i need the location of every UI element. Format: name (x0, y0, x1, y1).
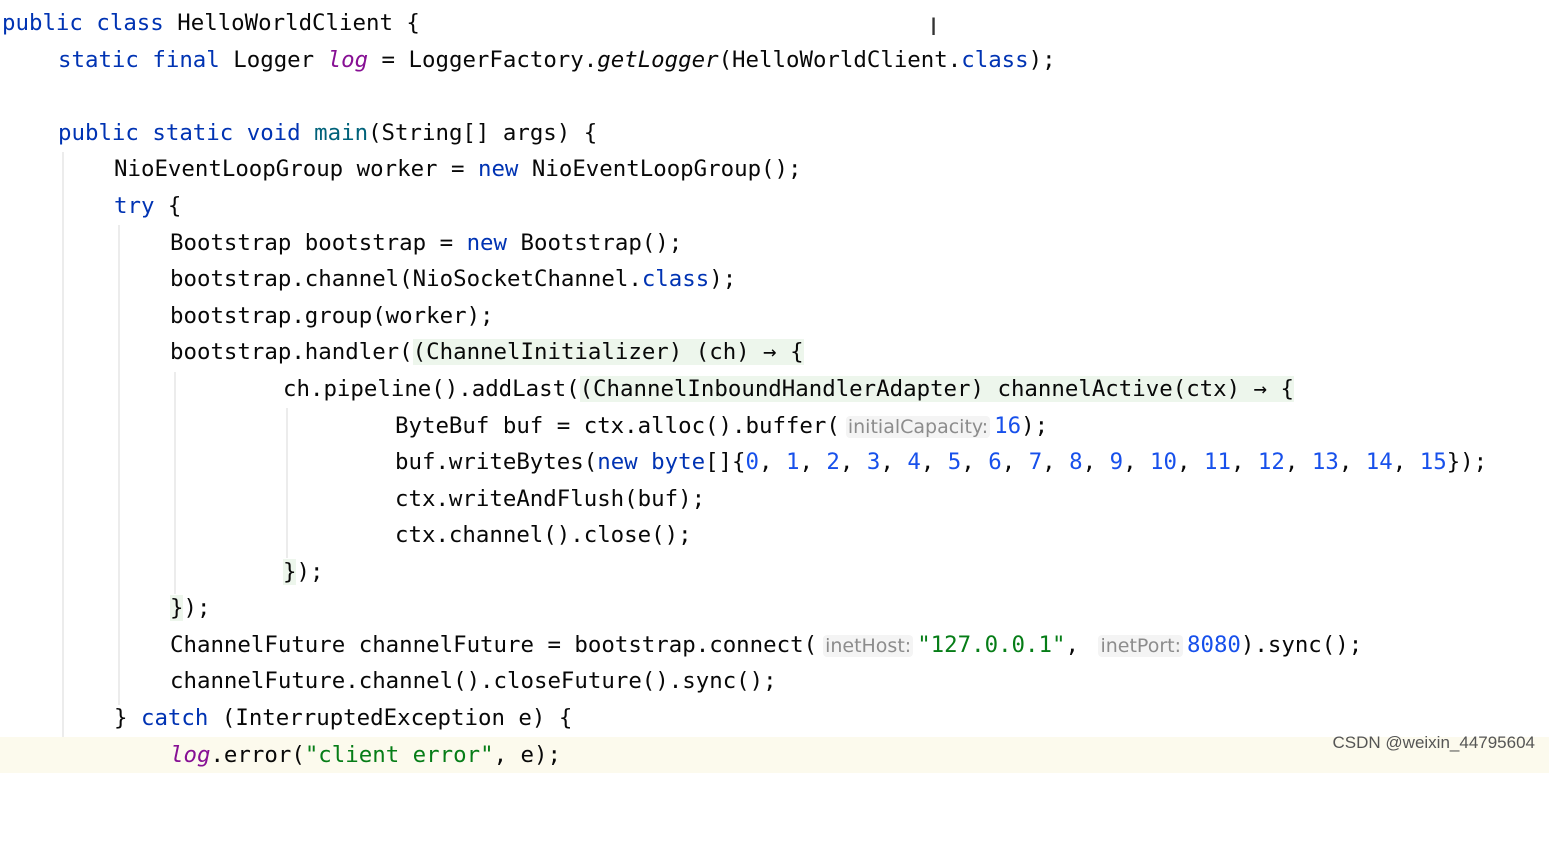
code-line: buf.writeBytes(new byte[]{0, 1, 2, 3, 4,… (395, 449, 1488, 475)
code-line: try { (114, 193, 182, 219)
code-line: bootstrap.channel(NioSocketChannel.class… (170, 266, 737, 292)
parameter-hint: inetPort: (1098, 635, 1183, 657)
indent-guide (286, 408, 288, 558)
code-line: bootstrap.handler((ChannelInitializer) (… (170, 339, 804, 365)
code-line: }); (283, 559, 324, 585)
indent-guide (174, 372, 176, 594)
code-line: ctx.writeAndFlush(buf); (395, 486, 706, 512)
code-line-current: log.error("client error", e); (0, 737, 1549, 773)
parameter-hint: initialCapacity: (845, 416, 991, 438)
code-line: } catch (InterruptedException e) { (114, 705, 573, 731)
code-line: ChannelFuture channelFuture = bootstrap.… (170, 632, 1363, 658)
code-line: Bootstrap bootstrap = new Bootstrap(); (170, 230, 683, 256)
indent-guide (118, 225, 120, 705)
code-line: NioEventLoopGroup worker = new NioEventL… (114, 156, 802, 182)
text-cursor-icon: I (930, 13, 938, 41)
code-line: public class HelloWorldClient { (2, 10, 420, 36)
code-line: static final Logger log = LoggerFactory.… (58, 47, 1056, 73)
code-line: }); (170, 595, 211, 621)
code-line: ByteBuf buf = ctx.alloc().buffer(initial… (395, 413, 1049, 439)
code-line: ch.pipeline().addLast((ChannelInboundHan… (283, 376, 1295, 402)
code-line: bootstrap.group(worker); (170, 303, 494, 329)
watermark: CSDN @weixin_44795604 (1332, 733, 1535, 752)
code-line: channelFuture.channel().closeFuture().sy… (170, 668, 777, 694)
code-line: public static void main(String[] args) { (58, 120, 598, 146)
code-line: ctx.channel().close(); (395, 522, 692, 548)
indent-guide (62, 152, 64, 761)
parameter-hint: inetHost: (823, 635, 914, 657)
